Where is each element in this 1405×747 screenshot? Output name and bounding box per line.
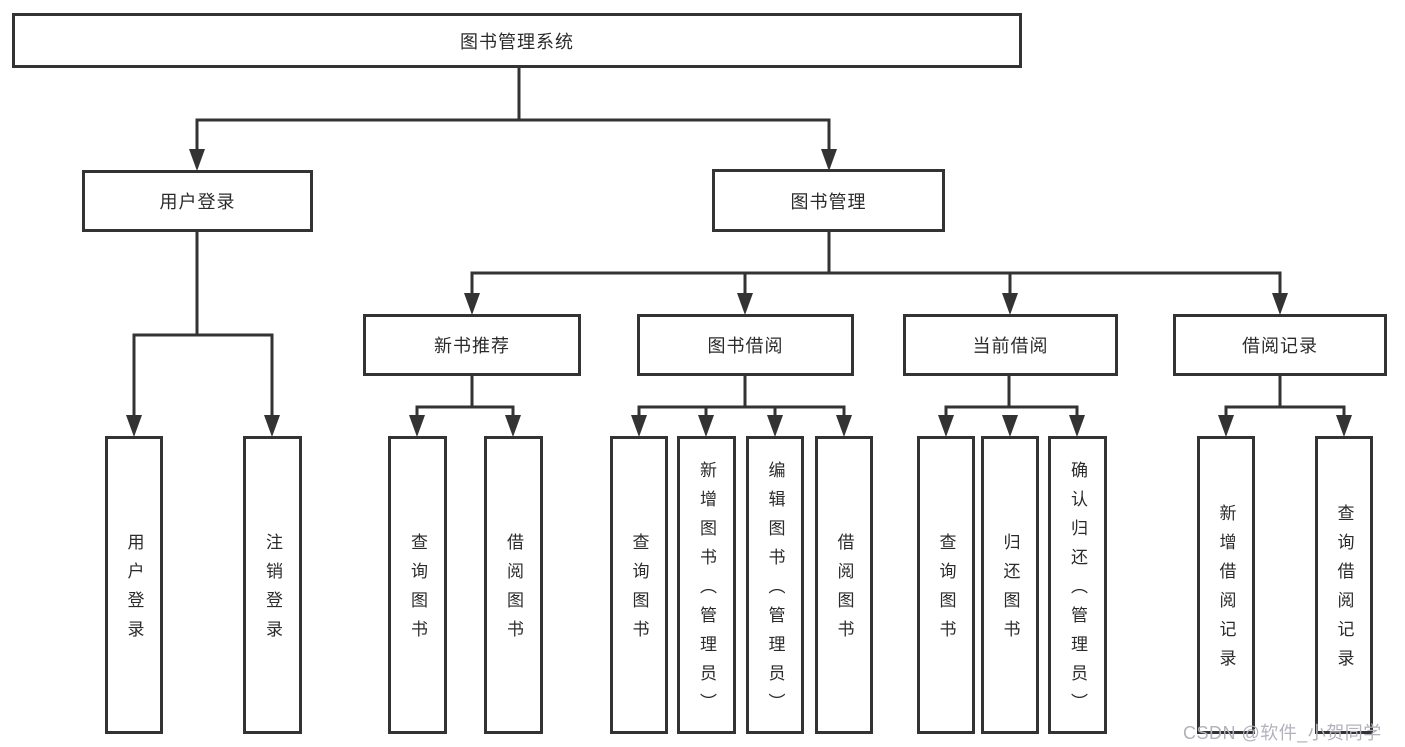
leaf-borrow-books-recommend: 借阅图书	[484, 436, 543, 734]
leaf-label: 借阅图书	[504, 533, 523, 649]
leaf-label: 查询图书	[629, 533, 649, 649]
leaf-query-books-borrowing: 查询图书	[610, 436, 668, 734]
leaf-label: 注销登录	[263, 533, 282, 649]
leaf-label: 归还图书	[1000, 533, 1020, 649]
node-user-login: 用户登录	[82, 170, 313, 232]
leaf-query-books-current: 查询图书	[917, 436, 975, 734]
leaf-label: 用户登录	[124, 533, 144, 649]
node-book-borrowing: 图书借阅	[637, 314, 854, 376]
node-label: 当前借阅	[972, 336, 1049, 356]
leaf-logout: 注销登录	[243, 436, 302, 734]
leaf-add-borrow-record: 新增借阅记录	[1197, 436, 1255, 734]
leaf-label: 新增图书（管理员）	[697, 460, 716, 722]
leaf-add-books-admin: 新增图书（管理员）	[677, 436, 736, 734]
connector-arrowheads	[126, 149, 1352, 437]
node-label: 新书推荐	[434, 336, 510, 356]
node-label: 用户登录	[159, 192, 236, 212]
leaf-user-login: 用户登录	[105, 436, 163, 734]
node-new-book-recommend: 新书推荐	[363, 314, 581, 376]
leaf-label: 确认归还（管理员）	[1068, 460, 1087, 722]
csdn-watermark: CSDN @软件_小贺同学	[1183, 723, 1382, 743]
node-current-borrowing: 当前借阅	[903, 314, 1118, 376]
leaf-return-books: 归还图书	[981, 436, 1039, 734]
leaf-label: 查询图书	[936, 533, 956, 649]
leaf-confirm-return-admin: 确认归还（管理员）	[1048, 436, 1107, 734]
leaf-label: 借阅图书	[834, 533, 854, 649]
leaf-query-books-recommend: 查询图书	[388, 436, 447, 734]
node-system-root: 图书管理系统	[12, 13, 1022, 68]
leaf-query-borrow-record: 查询借阅记录	[1315, 436, 1373, 734]
leaf-label: 编辑图书（管理员）	[765, 460, 785, 722]
node-label: 图书借阅	[707, 336, 784, 356]
leaf-label: 新增借阅记录	[1216, 504, 1236, 678]
node-label: 图书管理	[790, 191, 867, 212]
node-label: 借阅记录	[1242, 336, 1318, 356]
node-borrowing-records: 借阅记录	[1173, 314, 1387, 376]
leaf-label: 查询借阅记录	[1334, 504, 1354, 678]
leaf-label: 查询图书	[408, 533, 427, 649]
leaf-borrow-books-borrowing: 借阅图书	[815, 436, 873, 734]
node-label: 图书管理系统	[460, 31, 574, 52]
leaf-edit-books-admin: 编辑图书（管理员）	[746, 436, 804, 734]
node-book-management: 图书管理	[712, 169, 945, 232]
